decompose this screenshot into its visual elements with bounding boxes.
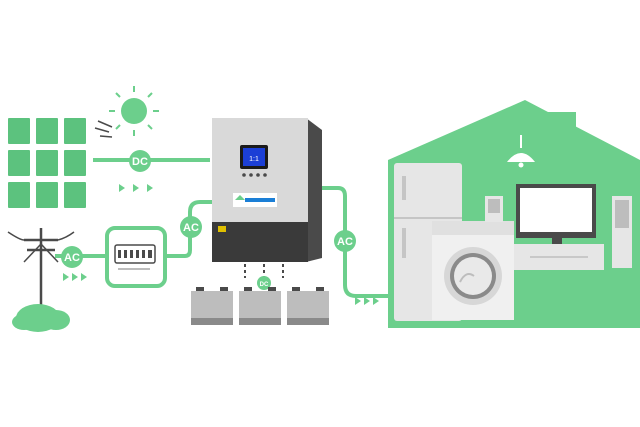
bush-icon [12, 304, 70, 332]
ac-label-house: AC [337, 236, 353, 248]
ac-label-inverter: AC [183, 222, 199, 234]
dc-badge: DC [129, 150, 151, 172]
solar-panel-icon [8, 118, 86, 208]
dc-label: DC [132, 156, 148, 168]
sunray-lines [94, 120, 113, 138]
warning-sticker-icon [218, 226, 226, 232]
inverter-icon: 1:1 [212, 118, 322, 262]
flow-arrows-pole [63, 273, 87, 281]
battery-2 [239, 287, 281, 325]
ceiling-lamp-icon [507, 135, 535, 168]
ac-badge-pole: AC [61, 246, 83, 268]
washing-machine-icon [432, 221, 514, 320]
ac-badge-inverter: AC [180, 216, 202, 238]
flow-arrows-panel [119, 184, 153, 192]
battery-3 [287, 287, 329, 325]
battery-1 [191, 287, 233, 325]
flow-arrows-house [355, 297, 379, 305]
utility-pole-icon [7, 228, 75, 322]
battery-icon [191, 287, 329, 325]
svg-text:1:1: 1:1 [249, 156, 259, 163]
dc-badge-battery: DC [257, 276, 271, 290]
speaker-icon [485, 196, 632, 268]
ac-badge-house: AC [334, 230, 356, 252]
sun-icon [109, 86, 159, 136]
ac-label-meter: AC [64, 252, 80, 264]
energy-meter-icon [105, 226, 167, 288]
tv-cabinet [514, 244, 604, 270]
television-icon [516, 184, 596, 244]
dc-label-battery: DC [260, 282, 269, 288]
